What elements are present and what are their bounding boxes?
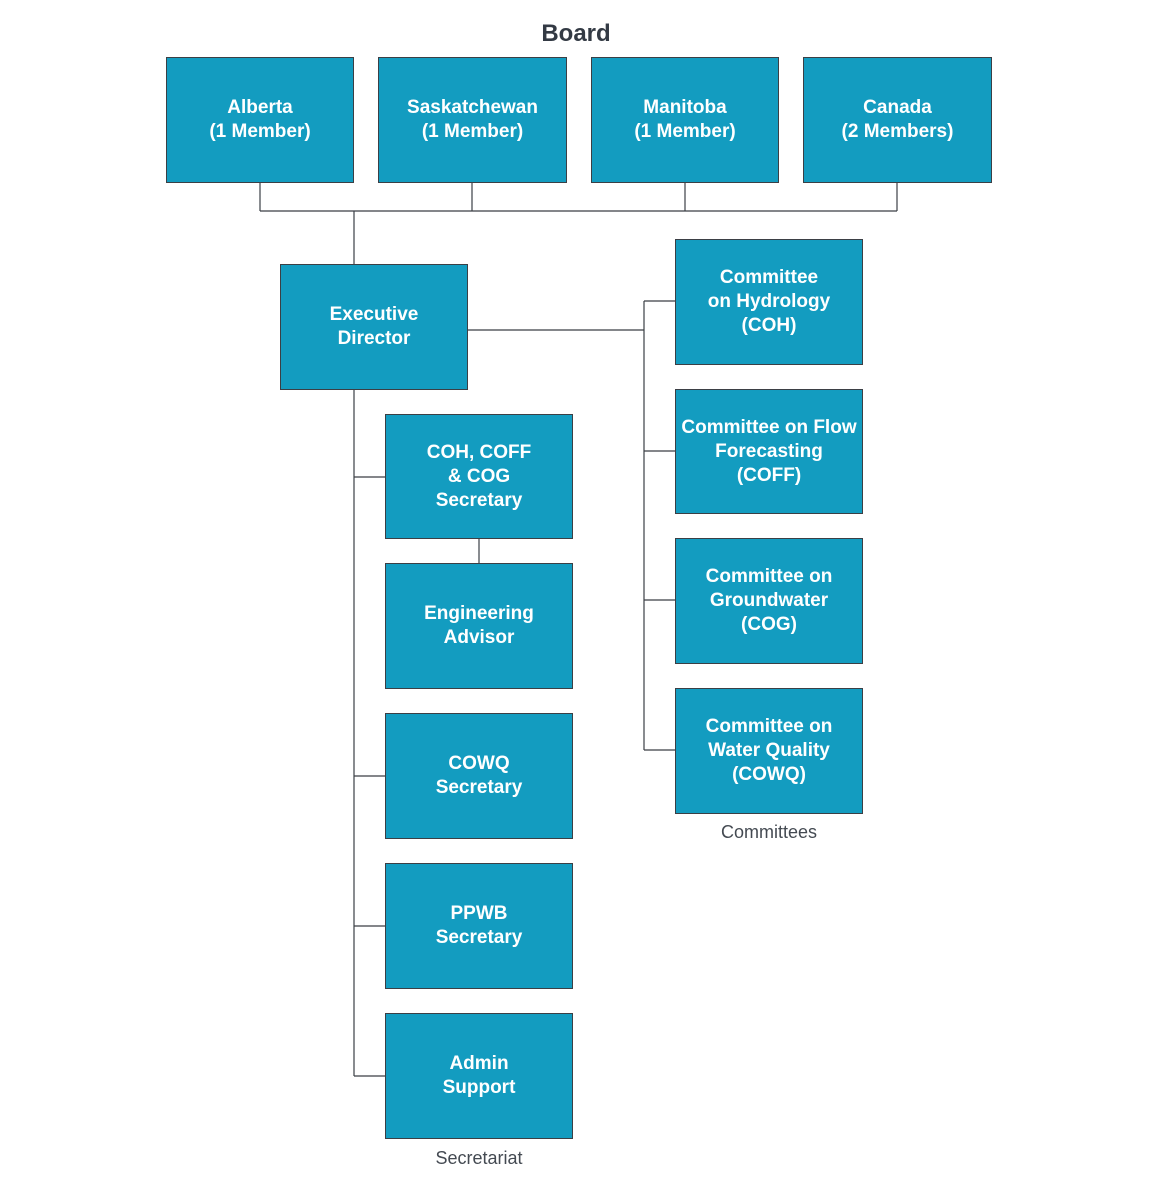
unit-label-line: on Hydrology	[707, 291, 831, 312]
executive-title-line-1: Executive	[329, 304, 419, 325]
board-member-count: (1 Member)	[209, 121, 311, 142]
unit-label-line: Secretary	[435, 489, 523, 511]
unit-label-line: Committee on Flow	[681, 416, 857, 438]
secretariat-caption: Secretariat	[435, 1148, 523, 1168]
secretariat-coh-coff-cog-secretary: COH, COFF & COG Secretary	[385, 414, 573, 539]
board-member-saskatchewan: Saskatchewan (1 Member)	[378, 57, 567, 183]
unit-label-line: Secretary	[435, 927, 523, 948]
unit-label-line: Secretary	[435, 777, 523, 798]
unit-label-line: (COFF)	[736, 464, 802, 486]
unit-label-line: PPWB	[450, 903, 508, 924]
board-member-count: (1 Member)	[421, 121, 524, 142]
unit-label-line: & COG	[447, 465, 511, 487]
secretariat-cowq-secretary: COWQ Secretary	[385, 713, 573, 839]
board-member-alberta: Alberta (1 Member)	[166, 57, 354, 183]
unit-label-line: Water Quality	[708, 740, 830, 761]
board-member-count: (1 Member)	[634, 121, 736, 142]
unit-label-line: Committee	[719, 267, 819, 288]
committee-coff: Committee on Flow Forecasting (COFF)	[675, 389, 863, 514]
unit-label-line: Committee on	[705, 566, 833, 587]
unit-label-line: (COG)	[741, 614, 797, 635]
board-title: Board	[541, 20, 611, 47]
committee-coh: Committee on Hydrology (COH)	[675, 239, 863, 365]
unit-label-line: Admin	[449, 1053, 509, 1074]
unit-label-line: COH, COFF	[426, 441, 532, 463]
board-member-name: Canada	[863, 97, 932, 118]
committee-cowq: Committee on Water Quality (COWQ)	[675, 688, 863, 814]
committee-cog: Committee on Groundwater (COG)	[675, 538, 863, 664]
board-member-canada: Canada (2 Members)	[803, 57, 992, 183]
unit-label-line: COWQ	[448, 753, 510, 774]
board-member-manitoba: Manitoba (1 Member)	[591, 57, 779, 183]
unit-label-line: (COH)	[741, 315, 797, 336]
unit-label-line: Support	[442, 1077, 516, 1098]
unit-label-line: Groundwater	[709, 590, 829, 611]
committees-caption: Committees	[720, 822, 818, 842]
board-member-name: Manitoba	[643, 97, 727, 118]
board-member-name: Saskatchewan	[407, 97, 538, 118]
unit-label-line: Forecasting	[715, 440, 823, 462]
executive-director-box: Executive Director	[280, 264, 468, 390]
board-member-count: (2 Members)	[841, 121, 954, 142]
executive-title-line-2: Director	[337, 328, 411, 349]
unit-label-line: Engineering	[424, 603, 534, 624]
secretariat-ppwb-secretary: PPWB Secretary	[385, 863, 573, 989]
secretariat-admin-support: Admin Support	[385, 1013, 573, 1139]
board-member-name: Alberta	[227, 97, 293, 118]
unit-label-line: Committee on	[705, 716, 833, 737]
unit-label-line: Advisor	[443, 627, 515, 648]
unit-label-line: (COWQ)	[732, 764, 806, 785]
secretariat-engineering-advisor: Engineering Advisor	[385, 563, 573, 689]
